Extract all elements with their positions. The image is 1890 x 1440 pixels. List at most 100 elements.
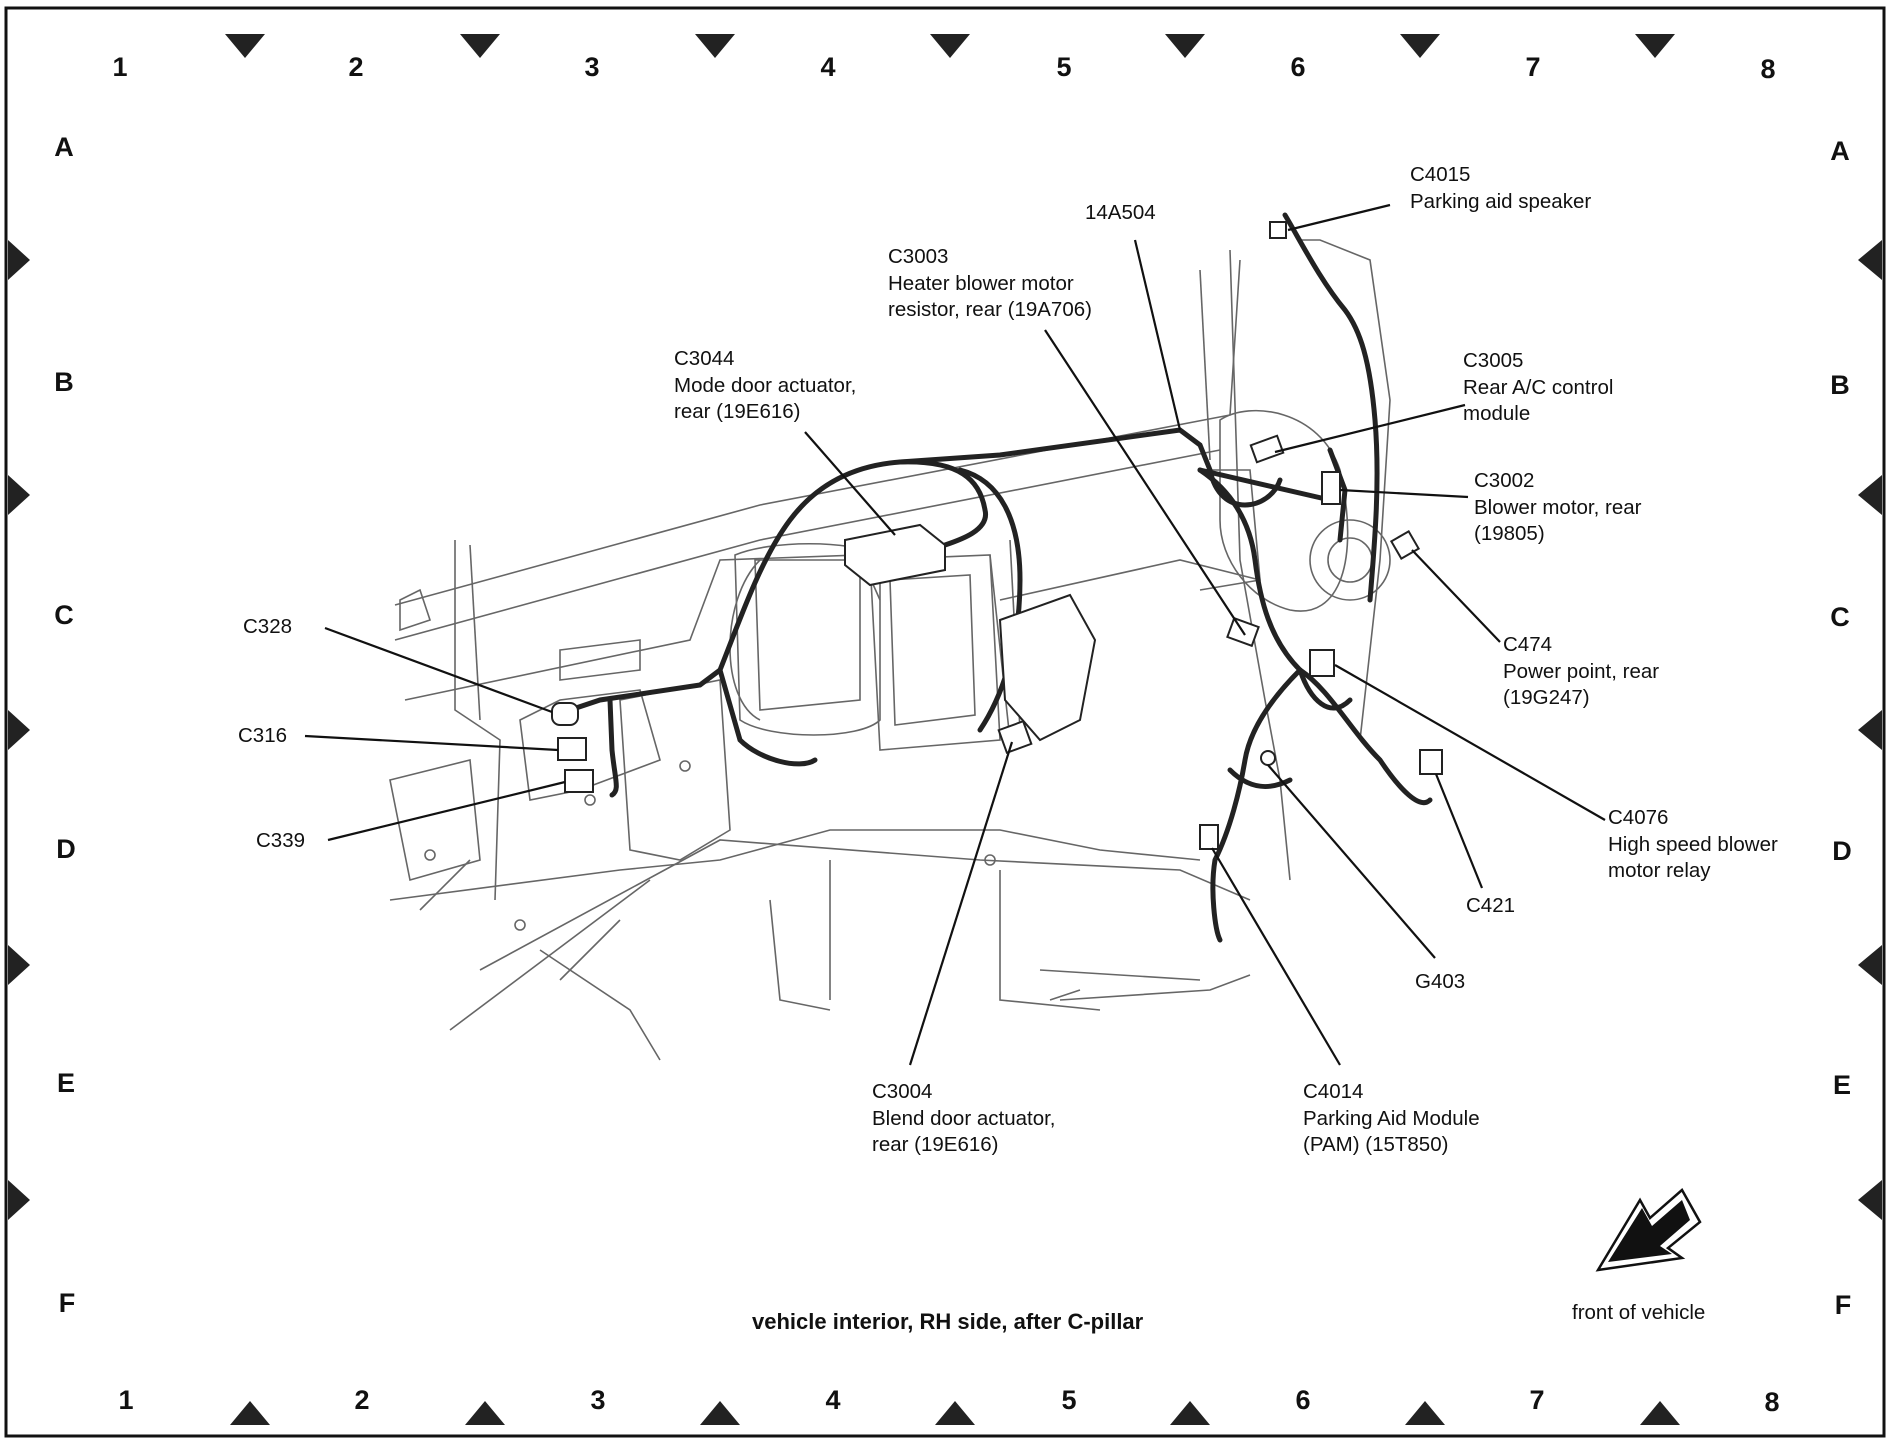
column-label-top: 2 (348, 52, 364, 82)
row-label-right: D (1832, 836, 1852, 866)
row-label-left: E (56, 1068, 75, 1098)
column-label-top: 5 (1056, 52, 1072, 82)
callout-line: Blower motor, rear (1474, 495, 1642, 519)
callout-line: Parking aid speaker (1410, 189, 1592, 213)
row-label-left: D (56, 834, 76, 864)
row-label-left: B (54, 367, 74, 397)
callout-c3004: C3004 Blend door actuator, rear (19E616) (872, 1079, 1056, 1159)
callout-line: (19G247) (1503, 686, 1590, 709)
column-label-top: 6 (1290, 52, 1306, 82)
column-label-top: 4 (820, 52, 836, 82)
callout-c4014: C4014 Parking Aid Module (PAM) (15T850) (1303, 1079, 1480, 1159)
leader-lines (304, 203, 1606, 1066)
connector-c4014 (1199, 824, 1219, 850)
callout-line: Rear A/C control (1463, 375, 1614, 399)
callout-line: C328 (243, 615, 293, 638)
callout-c3044: C3044 Mode door actuator, rear (19E616) (674, 346, 856, 426)
column-label-top: 8 (1760, 54, 1776, 84)
callout-line: Parking Aid Module (1303, 1106, 1480, 1130)
row-label-left: C (54, 600, 74, 630)
connector-c4015 (1269, 221, 1287, 239)
connector-c3002 (1321, 471, 1341, 505)
callout-c339: C339 (256, 828, 305, 855)
connector-c4076 (1309, 649, 1335, 677)
column-label-top: 7 (1525, 52, 1541, 82)
callout-line: resistor, rear (19A706) (888, 298, 1092, 321)
callout-line: G403 (1415, 970, 1466, 993)
row-label-left: F (58, 1288, 76, 1318)
column-label-top: 1 (112, 52, 128, 82)
row-label-right: F (1834, 1290, 1852, 1320)
callout-line: High speed blower (1608, 832, 1778, 856)
column-label-bottom: 5 (1061, 1385, 1077, 1415)
bottom-grid-markers (230, 1401, 1680, 1425)
callout-line: motor relay (1608, 859, 1711, 882)
callout-line: rear (19E616) (872, 1133, 999, 1156)
callout-c328: C328 (243, 614, 292, 641)
connector-c3005 (1249, 434, 1285, 464)
callout-line: C4076 (1608, 806, 1669, 829)
direction-arrow-icon (1595, 1188, 1702, 1272)
callout-g403: G403 (1415, 969, 1465, 996)
callout-line: C3003 (888, 245, 949, 268)
callout-line: Mode door actuator, (674, 373, 857, 397)
left-grid-markers (8, 240, 30, 1220)
callout-line: C339 (256, 829, 306, 852)
top-grid-markers (225, 34, 1675, 58)
callout-line: C4014 (1303, 1080, 1364, 1103)
callout-c421: C421 (1466, 893, 1515, 920)
diagram-title: vehicle interior, RH side, after C-pilla… (752, 1309, 1144, 1334)
row-label-right: E (1832, 1070, 1851, 1100)
callout-line: C474 (1503, 633, 1553, 656)
column-label-bottom: 3 (590, 1385, 606, 1415)
module-c3044 (844, 523, 946, 587)
column-label-top: 3 (584, 52, 600, 82)
connector-c328 (551, 702, 579, 726)
callout-c3003: C3003 Heater blower motor resistor, rear… (888, 244, 1092, 324)
callout-line: Heater blower motor (888, 271, 1074, 295)
callout-line: C421 (1466, 894, 1516, 917)
callout-line: C3002 (1474, 469, 1535, 492)
row-label-right: A (1830, 136, 1850, 166)
callout-c3005: C3005 Rear A/C control module (1463, 348, 1613, 428)
right-grid-markers (1858, 240, 1882, 1220)
callout-line: module (1463, 402, 1531, 425)
column-label-bottom: 1 (118, 1385, 134, 1415)
column-label-bottom: 7 (1529, 1385, 1545, 1415)
connector-c339 (564, 769, 594, 793)
blend-door-actuator-rear (998, 593, 1097, 742)
vehicle-interior-drawing (389, 239, 1391, 1061)
column-label-bottom: 4 (825, 1385, 841, 1415)
callout-14a504: 14A504 (1085, 200, 1156, 227)
callout-line: (PAM) (15T850) (1303, 1133, 1449, 1156)
callout-line: C4015 (1410, 163, 1471, 186)
diagram-border (4, 6, 1886, 1438)
column-label-bottom: 2 (354, 1385, 370, 1415)
callout-line: C316 (238, 724, 288, 747)
callout-line: C3004 (872, 1080, 933, 1103)
ground-g403 (1260, 750, 1276, 766)
callout-c4015: C4015 Parking aid speaker (1410, 162, 1591, 215)
callout-line: (19805) (1474, 522, 1545, 545)
connector-c3004 (997, 719, 1033, 755)
wiring-harness (552, 212, 1433, 943)
column-label-bottom: 6 (1295, 1385, 1311, 1415)
connector-c474 (1389, 529, 1421, 561)
row-label-right: B (1830, 370, 1850, 400)
callout-c3002: C3002 Blower motor, rear (19805) (1474, 468, 1641, 548)
callout-line: Blend door actuator, (872, 1106, 1056, 1130)
callout-c474: C474 Power point, rear (19G247) (1503, 632, 1659, 712)
callout-line: C3005 (1463, 349, 1524, 372)
callout-c4076: C4076 High speed blower motor relay (1608, 805, 1778, 885)
row-label-right: C (1830, 602, 1850, 632)
callout-line: C3044 (674, 347, 735, 370)
callout-line: 14A504 (1085, 201, 1156, 224)
column-label-bottom: 8 (1764, 1387, 1780, 1417)
connector-c421 (1419, 749, 1443, 775)
callout-line: rear (19E616) (674, 400, 801, 423)
callout-c316: C316 (238, 723, 287, 750)
connector-c316 (557, 737, 587, 761)
orientation-label: front of vehicle (1572, 1301, 1706, 1324)
callout-line: Power point, rear (1503, 659, 1660, 683)
